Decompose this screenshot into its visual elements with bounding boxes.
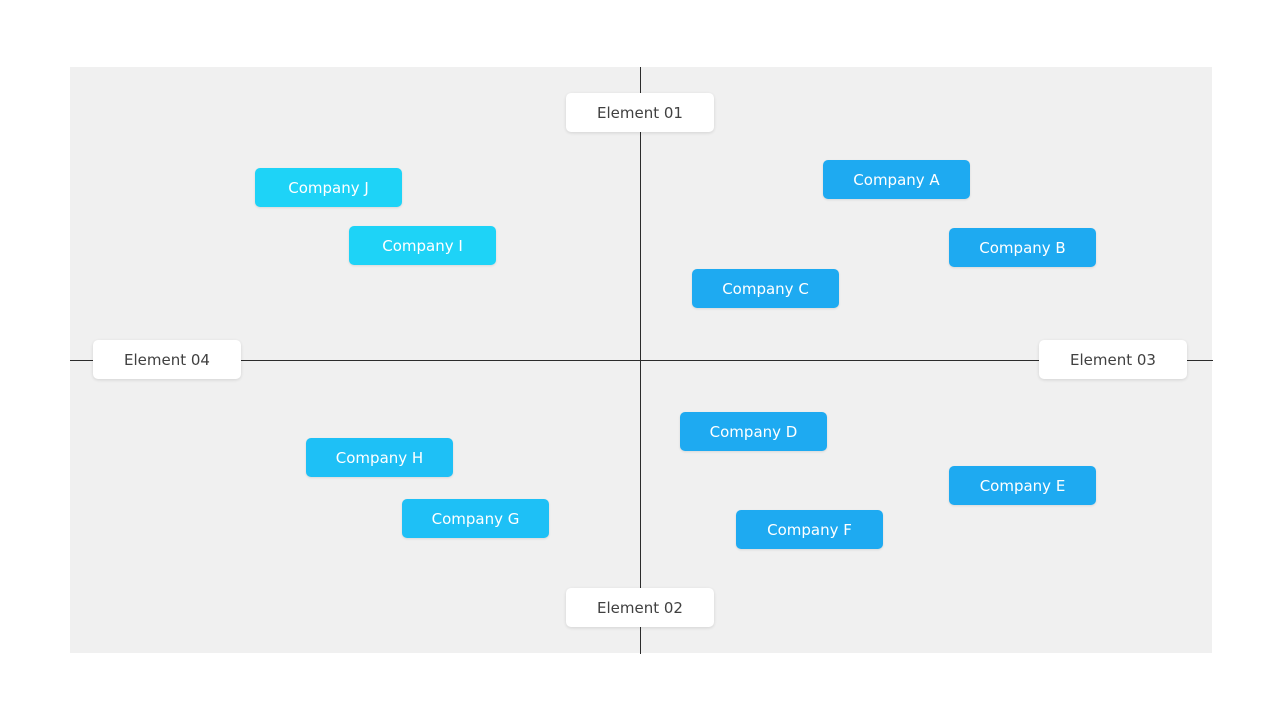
company-h-box: Company H [306, 438, 453, 477]
axis-label-bottom: Element 02 [566, 588, 714, 627]
company-i-box: Company I [349, 226, 496, 265]
company-e-box: Company E [949, 466, 1096, 505]
company-f-box: Company F [736, 510, 883, 549]
axis-label-top: Element 01 [566, 93, 714, 132]
axis-label-right: Element 03 [1039, 340, 1187, 379]
company-j-box: Company J [255, 168, 402, 207]
company-d-box: Company D [680, 412, 827, 451]
company-c-box: Company C [692, 269, 839, 308]
vertical-axis-line [640, 67, 641, 654]
axis-label-left: Element 04 [93, 340, 241, 379]
company-g-box: Company G [402, 499, 549, 538]
company-b-box: Company B [949, 228, 1096, 267]
company-a-box: Company A [823, 160, 970, 199]
horizontal-axis-line [70, 359, 1213, 361]
